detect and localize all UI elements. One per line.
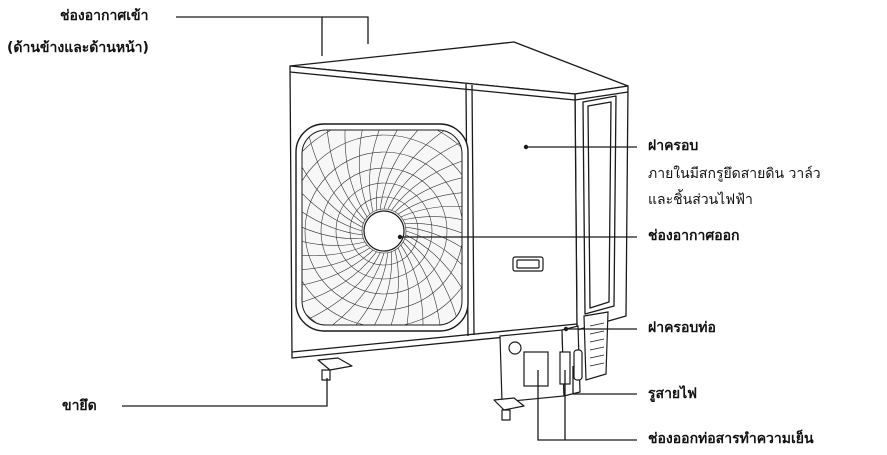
grill-spoke bbox=[400, 244, 424, 325]
grill-spoke bbox=[394, 173, 462, 213]
label-wire-hole: รูสายไฟ bbox=[648, 386, 698, 402]
fan-grill bbox=[295, 123, 469, 332]
grill-spoke bbox=[375, 130, 409, 211]
grill-spoke bbox=[304, 252, 381, 322]
grill-spoke bbox=[387, 140, 462, 210]
leader-dots bbox=[397, 144, 569, 332]
leader-lines bbox=[122, 16, 637, 441]
grill-spoke bbox=[403, 216, 462, 235]
grill-spoke bbox=[302, 168, 363, 232]
grill-spoke bbox=[397, 191, 462, 215]
mounting-feet bbox=[317, 357, 525, 421]
grill-spoke bbox=[402, 241, 442, 325]
grill-spoke bbox=[302, 251, 377, 306]
grill-spoke bbox=[379, 130, 429, 210]
grill-spoke bbox=[405, 234, 462, 311]
label-mounting-leg: ขายึด bbox=[62, 398, 97, 414]
grill-spoke bbox=[405, 230, 462, 294]
grill-spoke bbox=[400, 205, 462, 218]
grill-spoke bbox=[344, 130, 368, 218]
label-air-inlet-sides: (ด้านข้างและด้านหน้า) bbox=[7, 40, 149, 56]
label-cover: ฝาครอบ bbox=[648, 138, 699, 154]
grill-spoke bbox=[302, 247, 371, 271]
grill-spoke bbox=[339, 252, 389, 325]
grill-spoke bbox=[302, 151, 363, 228]
grill-spoke bbox=[326, 130, 366, 221]
grill-spoke bbox=[302, 244, 368, 257]
carry-handle bbox=[512, 256, 544, 272]
label-refrigerant-outlet: ช่องออกท่อสารทำความเย็น bbox=[648, 431, 814, 447]
grill-spoke bbox=[397, 247, 410, 325]
grill-spoke bbox=[391, 156, 462, 211]
grill-spoke bbox=[309, 137, 364, 224]
fan-hub bbox=[363, 210, 405, 252]
grill-spoke bbox=[405, 226, 462, 276]
grill-spoke bbox=[383, 130, 447, 210]
grill-spoke bbox=[404, 222, 462, 256]
grill-spoke bbox=[321, 252, 385, 325]
grill-spoke bbox=[302, 249, 374, 289]
label-cover-desc-2: และชิ้นส่วนไฟฟ้า bbox=[648, 192, 753, 208]
grill-spoke bbox=[380, 250, 399, 325]
grill-spoke bbox=[302, 206, 364, 240]
grill-spoke bbox=[302, 227, 365, 246]
grill-spoke bbox=[369, 130, 388, 212]
label-cover-desc-1: ภายในมีสกรูยึดสายดิน วาล์ว bbox=[648, 166, 821, 182]
grill-spoke bbox=[404, 238, 459, 325]
label-pipe-cover: ฝาครอบท่อ bbox=[648, 320, 716, 336]
label-air-outlet: ช่องอากาศออก bbox=[648, 228, 740, 244]
label-air-inlet: ช่องอากาศเข้า bbox=[60, 8, 149, 24]
grill-spoke bbox=[358, 130, 371, 215]
grill-spoke bbox=[302, 186, 363, 236]
grill-spoke bbox=[359, 251, 393, 325]
